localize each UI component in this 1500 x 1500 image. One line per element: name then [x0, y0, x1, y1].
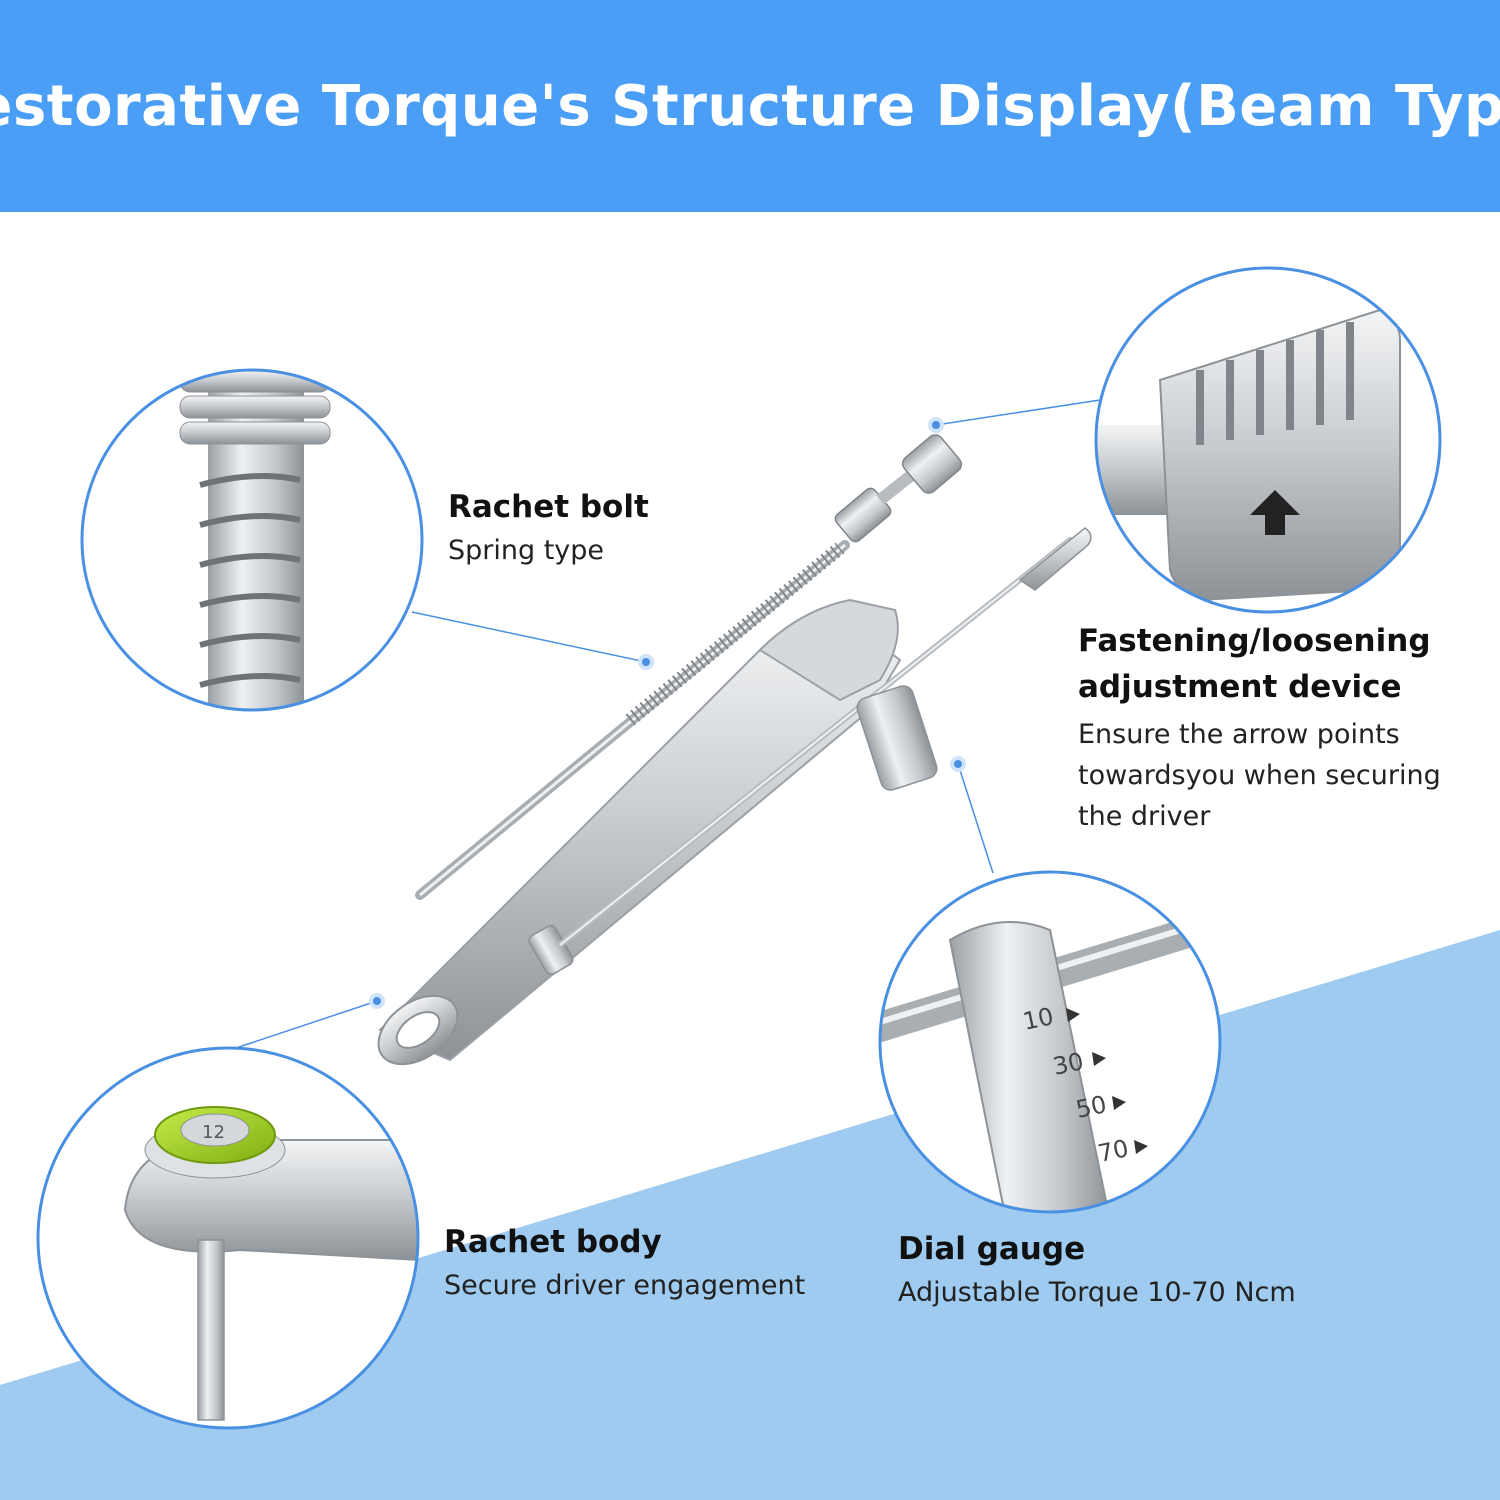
page-title: Restorative Torque's Structure Display(B…	[0, 73, 1500, 139]
rachet-body-label: Rachet body Secure driver engagement	[444, 1219, 805, 1306]
ring-label: 12	[202, 1122, 225, 1143]
title-banner: Restorative Torque's Structure Display(B…	[0, 0, 1500, 212]
callout-dots	[369, 417, 966, 1009]
rachet-bolt-title: Rachet bolt	[448, 489, 649, 525]
adjust-device-desc: Ensure the arrow points towardsyou when …	[1078, 719, 1441, 832]
gauge-mark-70: 70	[1095, 1134, 1131, 1168]
adjust-device-title-line1: Fastening/loosening	[1078, 623, 1431, 659]
dial-gauge-title: Dial gauge	[898, 1231, 1086, 1267]
rachet-bolt-illustration	[415, 434, 963, 900]
arrow-up-icon	[1250, 490, 1300, 535]
dial-gauge-label: Dial gauge Adjustable Torque 10-70 Ncm	[898, 1226, 1296, 1313]
wrench-body-illustration	[377, 527, 1092, 1066]
callout-lines	[235, 399, 1101, 1049]
adjust-device-title-line2: adjustment device	[1078, 669, 1402, 705]
dial-gauge-desc: Adjustable Torque 10-70 Ncm	[898, 1277, 1296, 1308]
rachet-bolt-desc: Spring type	[448, 535, 605, 566]
adjust-device-label: Fastening/loosening adjustment device En…	[1078, 618, 1488, 837]
rachet-body-title: Rachet body	[444, 1224, 662, 1260]
adjustment-device-detail-circle	[1094, 266, 1442, 614]
rachet-body-desc: Secure driver engagement	[444, 1270, 806, 1301]
rachet-body-detail-circle: 12	[36, 1046, 420, 1430]
rachet-bolt-label: Rachet bolt Spring type	[448, 484, 649, 571]
rachet-bolt-detail-circle	[80, 368, 424, 712]
gauge-mark-10: 10	[1020, 1002, 1056, 1036]
gauge-mark-50: 50	[1073, 1090, 1109, 1124]
gauge-mark-30: 30	[1050, 1047, 1086, 1081]
dial-gauge-detail-circle: 10 30 50 70	[878, 870, 1222, 1214]
